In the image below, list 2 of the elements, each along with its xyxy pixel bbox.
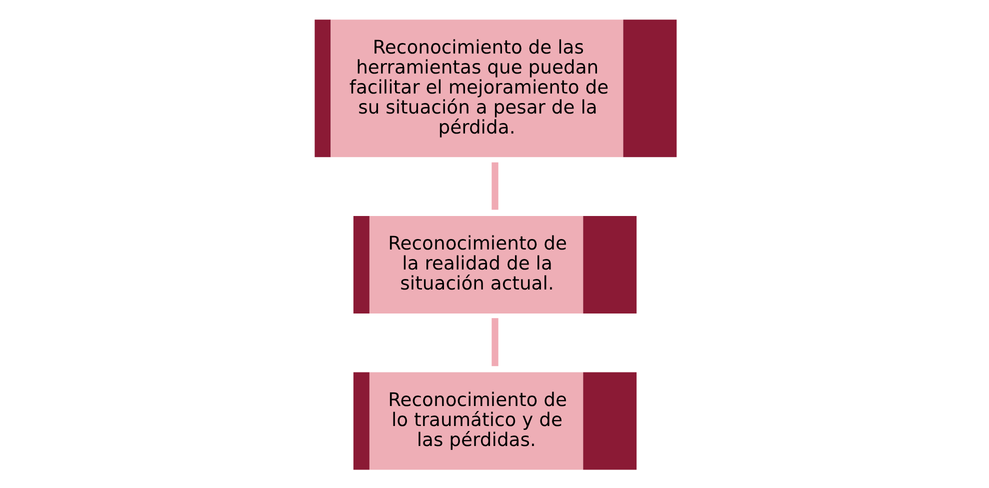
connector [491,318,498,366]
connector [491,162,498,210]
